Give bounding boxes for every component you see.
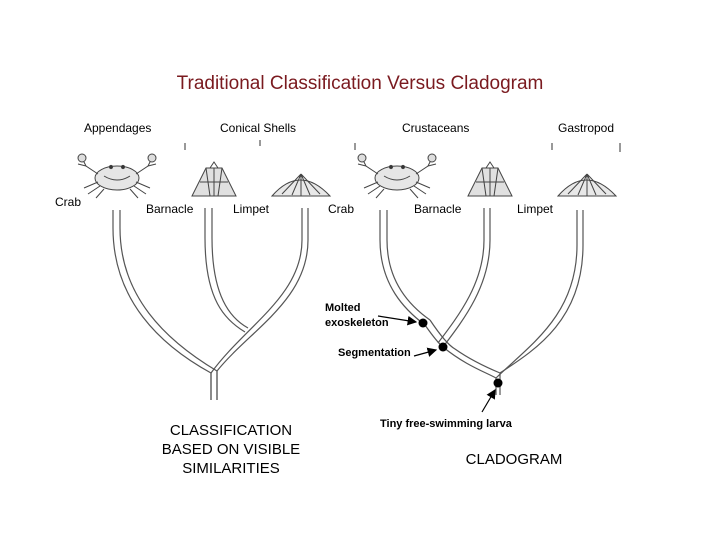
character-label-segmentation: Segmentation — [338, 347, 411, 359]
character-label-larva: Tiny free-swimming larva — [380, 418, 512, 430]
node-molted-exoskeleton — [418, 318, 428, 328]
arrow-larva — [481, 388, 496, 413]
group-label-appendages: Appendages — [84, 121, 152, 135]
caption-cladogram: CLADOGRAM — [465, 451, 563, 468]
taxon-label-barnacle: Barnacle — [414, 202, 462, 216]
branch-crustaceans — [424, 324, 497, 379]
branch-crustaceans — [429, 319, 501, 374]
limpet-icon — [556, 173, 618, 197]
branch-barnacle-right — [442, 208, 491, 348]
caption-classification: CLASSIFICATION BASED ON VISIBLE SIMILARI… — [150, 421, 312, 478]
branch-crab-right — [386, 210, 431, 321]
node-larva — [493, 378, 503, 388]
branch-barnacle — [204, 208, 246, 333]
taxon-label-limpet: Limpet — [233, 202, 270, 216]
branch-crab — [119, 210, 218, 400]
branch-barnacle-right — [437, 208, 485, 344]
caption-line: SIMILARITIES — [182, 460, 280, 477]
branch-limpet-right — [495, 210, 578, 379]
branch-limpet — [210, 208, 303, 374]
branch-barnacle — [211, 208, 249, 329]
taxon-label-barnacle: Barnacle — [146, 202, 194, 216]
crab-icon — [357, 153, 437, 199]
barnacle-icon — [467, 161, 513, 197]
group-label-conical-shells: Conical Shells — [220, 121, 297, 135]
group-label-gastropod: Gastropod — [558, 121, 615, 135]
character-label-exoskeleton: exoskeleton — [325, 317, 389, 329]
arrow-segmentation — [413, 347, 438, 357]
taxon-label-crab: Crab — [55, 195, 82, 209]
node-segmentation — [438, 342, 448, 352]
branch-limpet — [216, 208, 309, 372]
branch-limpet-right — [499, 210, 584, 374]
character-label-molted: Molted — [325, 302, 361, 314]
arrow-molted — [377, 315, 418, 326]
caption-line: BASED ON VISIBLE — [161, 441, 301, 458]
limpet-icon — [270, 173, 332, 197]
barnacle-icon — [191, 161, 237, 197]
caption-line: CLASSIFICATION — [169, 422, 293, 439]
branch-crab-right — [379, 210, 426, 326]
taxon-label-limpet: Limpet — [517, 202, 554, 216]
crab-icon — [77, 153, 157, 199]
branch-crab — [112, 210, 212, 400]
group-label-crustaceans: Crustaceans — [402, 121, 470, 135]
diagram-title: Traditional Classification Versus Cladog… — [176, 73, 544, 94]
taxon-label-crab: Crab — [328, 202, 355, 216]
